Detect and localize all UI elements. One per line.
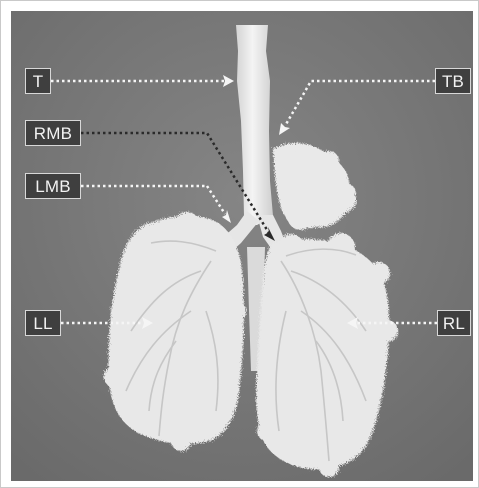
label-tb: TB	[435, 68, 471, 94]
label-ll: LL	[25, 310, 61, 336]
airway-cast-photo: T RMB LMB LL TB RL	[11, 11, 473, 481]
airway-cast-illustration	[11, 11, 473, 481]
left-lung-tree	[104, 212, 246, 451]
label-rl: RL	[437, 310, 471, 336]
label-t: T	[25, 68, 51, 94]
label-lmb: LMB	[25, 173, 81, 199]
label-rmb: RMB	[25, 120, 81, 146]
